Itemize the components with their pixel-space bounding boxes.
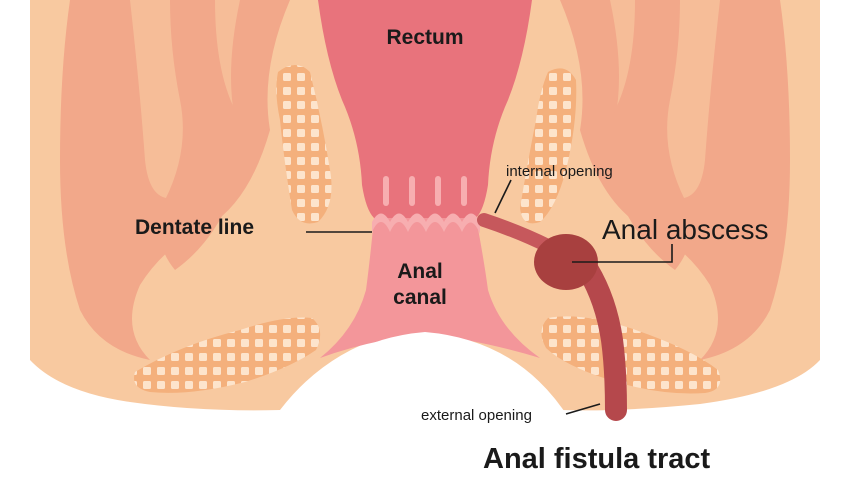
left-lower-sphincter	[134, 317, 321, 393]
anal-canal-label-line2: canal	[393, 286, 447, 309]
right-upper-sphincter	[520, 68, 577, 224]
dentate-line-scallops	[372, 213, 480, 234]
rectum	[318, 0, 532, 218]
dentate-line-label: Dentate line	[135, 216, 254, 239]
anal-column	[409, 176, 415, 206]
anal-abscess-mass	[534, 234, 598, 290]
rectum-label: Rectum	[386, 26, 463, 49]
anal-columns	[383, 176, 467, 206]
anal-canal	[320, 218, 540, 358]
anal-abscess-label: Anal abscess	[602, 214, 769, 245]
anal-abscess-leader	[572, 244, 673, 263]
anal-column	[435, 176, 441, 206]
fistula-tract-lower	[577, 259, 627, 421]
left-upper-sphincter	[276, 65, 332, 224]
anal-fistula-tract-label: Anal fistula tract	[483, 443, 711, 475]
right-lower-sphincter	[541, 316, 721, 394]
anal-opening	[280, 332, 570, 480]
anal-column	[461, 176, 467, 206]
external-opening-leader	[565, 403, 601, 415]
left-levator-muscle	[159, 0, 239, 270]
anal-column	[383, 176, 389, 206]
right-levator-muscle	[611, 0, 691, 270]
anal-canal-label-line1: Anal	[397, 260, 443, 283]
internal-opening-leader	[494, 179, 512, 214]
internal-opening-label: internal opening	[506, 163, 613, 180]
external-opening-label: external opening	[421, 407, 532, 424]
